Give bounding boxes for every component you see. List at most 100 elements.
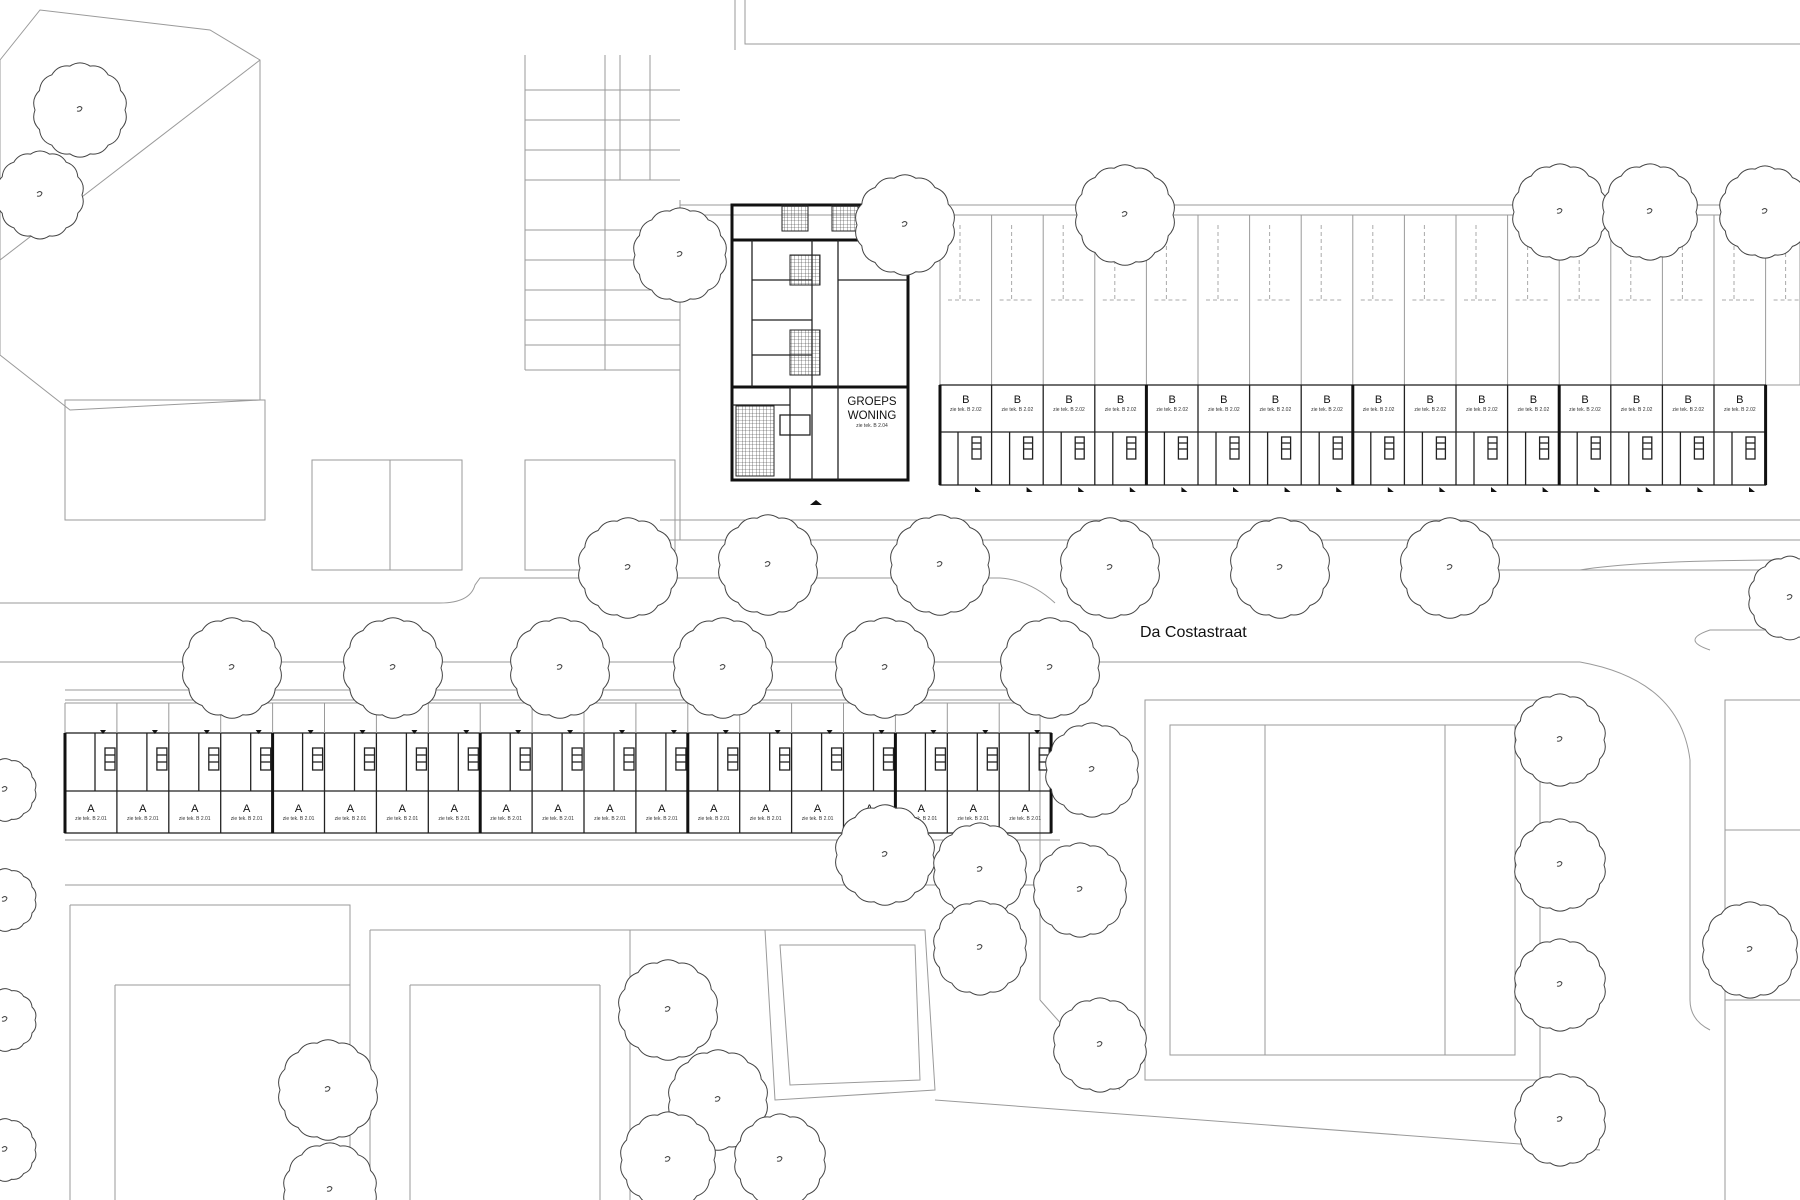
unit-a-ref: zie tek. B 2.01 bbox=[957, 816, 989, 822]
unit-a-letter: A bbox=[191, 803, 199, 815]
tree bbox=[1702, 901, 1798, 999]
unit-b-letter: B bbox=[1581, 394, 1588, 406]
unit-b-ref: zie tek. B 2.02 bbox=[1208, 407, 1240, 413]
tree bbox=[0, 758, 37, 822]
tree bbox=[1033, 842, 1127, 938]
unit-a-letter: A bbox=[814, 803, 822, 815]
tree bbox=[1602, 163, 1698, 261]
unit-b-ref: zie tek. B 2.02 bbox=[1466, 407, 1498, 413]
tree bbox=[1514, 818, 1606, 912]
tree bbox=[673, 617, 773, 719]
unit-b-ref: zie tek. B 2.02 bbox=[1311, 407, 1343, 413]
tree bbox=[1075, 164, 1175, 266]
unit-b-ref: zie tek. B 2.02 bbox=[1002, 407, 1034, 413]
unit-b-ref: zie tek. B 2.02 bbox=[1053, 407, 1085, 413]
unit-b-letter: B bbox=[1375, 394, 1382, 406]
unit-a-letter: A bbox=[918, 803, 926, 815]
unit-b-letter: B bbox=[1685, 394, 1692, 406]
unit-b-letter: B bbox=[1220, 394, 1227, 406]
tree bbox=[835, 804, 935, 906]
unit-a-ref: zie tek. B 2.01 bbox=[75, 816, 107, 822]
unit-b-letter: B bbox=[1478, 394, 1485, 406]
unit-b-letter: B bbox=[1272, 394, 1279, 406]
unit-a-ref: zie tek. B 2.01 bbox=[906, 816, 938, 822]
unit-b-ref: zie tek. B 2.02 bbox=[1414, 407, 1446, 413]
tree bbox=[1512, 163, 1608, 261]
tree bbox=[620, 1111, 716, 1200]
tree bbox=[1060, 517, 1160, 619]
street-label: Da Costastraat bbox=[1140, 624, 1247, 641]
unit-a-letter: A bbox=[762, 803, 770, 815]
unit-a-letter: A bbox=[606, 803, 614, 815]
tree bbox=[343, 617, 443, 719]
unit-b-ref: zie tek. B 2.02 bbox=[1156, 407, 1188, 413]
tree bbox=[835, 617, 935, 719]
unit-a-ref: zie tek. B 2.01 bbox=[802, 816, 834, 822]
tree bbox=[182, 617, 282, 719]
tree bbox=[1053, 997, 1147, 1093]
group-home-label-line2: WONING bbox=[848, 410, 897, 422]
tree bbox=[1400, 517, 1500, 619]
tree bbox=[618, 959, 718, 1061]
tree bbox=[1719, 165, 1800, 259]
unit-a-ref: zie tek. B 2.01 bbox=[490, 816, 522, 822]
tree bbox=[0, 868, 37, 932]
trees bbox=[0, 62, 1800, 1200]
unit-a-letter: A bbox=[347, 803, 355, 815]
unit-a-ref: zie tek. B 2.01 bbox=[594, 816, 626, 822]
unit-b-letter: B bbox=[962, 394, 969, 406]
unit-a-letter: A bbox=[399, 803, 407, 815]
unit-a-ref: zie tek. B 2.01 bbox=[698, 816, 730, 822]
group-home-label-line1: GROEPS bbox=[847, 396, 897, 408]
tree bbox=[1230, 517, 1330, 619]
unit-a-letter: A bbox=[295, 803, 303, 815]
tree bbox=[1514, 1073, 1606, 1167]
tree bbox=[0, 1118, 37, 1182]
unit-a-letter: A bbox=[502, 803, 510, 815]
unit-a-ref: zie tek. B 2.01 bbox=[438, 816, 470, 822]
unit-b-letter: B bbox=[1633, 394, 1640, 406]
tree bbox=[510, 617, 610, 719]
unit-a-ref: zie tek. B 2.01 bbox=[179, 816, 211, 822]
unit-b-letter: B bbox=[1427, 394, 1434, 406]
tree bbox=[890, 514, 990, 616]
unit-a-ref: zie tek. B 2.01 bbox=[1009, 816, 1041, 822]
unit-b-ref: zie tek. B 2.02 bbox=[1672, 407, 1704, 413]
unit-a-letter: A bbox=[970, 803, 978, 815]
tree bbox=[1514, 693, 1606, 787]
group-home-building: GROEPS WONING zie tek. B 2.04 bbox=[730, 203, 910, 505]
unit-a-letter: A bbox=[87, 803, 95, 815]
tree bbox=[1748, 555, 1800, 641]
unit-a-letter: A bbox=[139, 803, 147, 815]
unit-b-ref: zie tek. B 2.02 bbox=[1105, 407, 1137, 413]
unit-b-ref: zie tek. B 2.02 bbox=[1621, 407, 1653, 413]
tree bbox=[633, 207, 727, 303]
tree bbox=[283, 1142, 377, 1200]
